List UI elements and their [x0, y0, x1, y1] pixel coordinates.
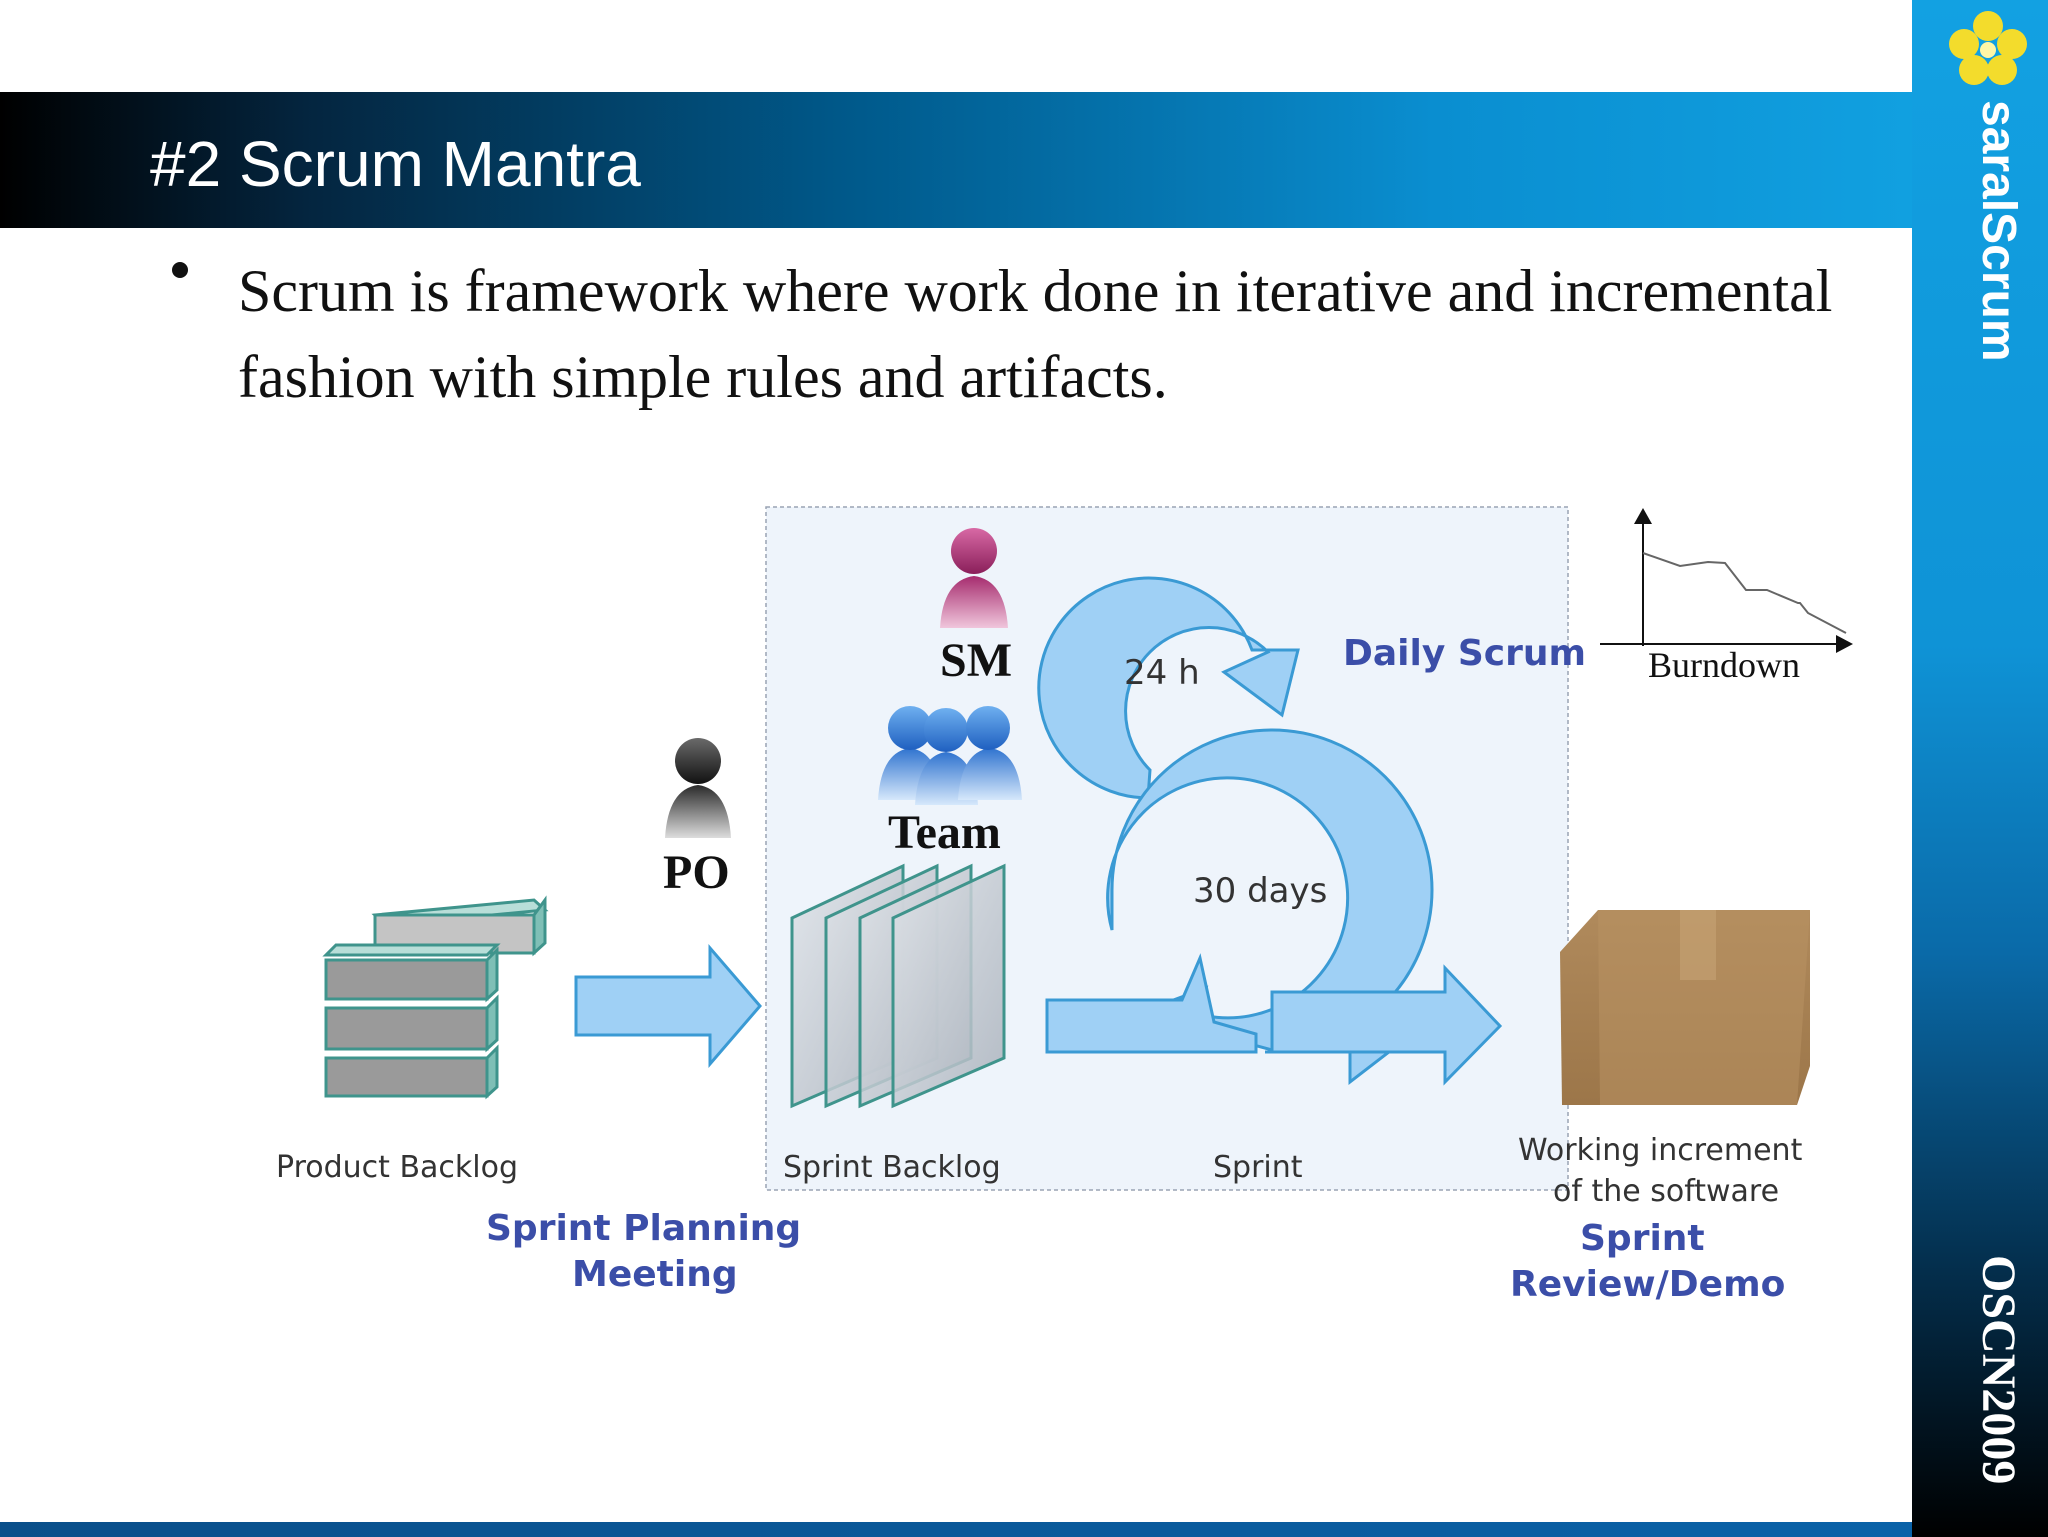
sprint-planning-label-line-1: Sprint Planning	[486, 1208, 801, 1249]
sprint-cycle-arrow	[1101, 728, 1434, 1052]
sprint-caption: Sprint	[1213, 1150, 1303, 1185]
sprint-loop-base-arrow	[1045, 953, 1258, 1054]
sprint-backlog-caption: Sprint Backlog	[783, 1150, 1001, 1185]
header-band	[0, 92, 1912, 228]
brand-name: saralScrum	[1972, 100, 2025, 362]
sprint-exit-arrow	[1270, 964, 1503, 1086]
product-owner-icon	[665, 738, 731, 838]
po-label: PO	[663, 846, 730, 899]
scrum-diagram: SM Team PO 24 h 30 days Daily Scrum Burn…	[276, 506, 1853, 1305]
side-band	[1912, 0, 2048, 1537]
sm-label: SM	[940, 634, 1012, 687]
working-increment-caption-line-2: of the software	[1553, 1174, 1779, 1209]
sprint-review-label-line-2: Review/Demo	[1510, 1264, 1785, 1305]
slide-title: #2 Scrum Mantra	[150, 128, 641, 200]
sprint-time-label: 30 days	[1193, 871, 1327, 911]
product-backlog-caption: Product Backlog	[276, 1150, 518, 1185]
sprint-review-label-line-1: Sprint	[1580, 1218, 1705, 1259]
burndown-line	[1642, 552, 1847, 634]
burndown-label: Burndown	[1648, 645, 1800, 685]
event-name: OSCN2009	[1972, 1255, 2025, 1485]
daily-time-label: 24 h	[1124, 653, 1200, 693]
flower-logo-icon	[1949, 11, 2027, 85]
planning-arrow	[574, 943, 762, 1069]
team-icon	[878, 706, 1022, 805]
working-increment-box-icon	[1560, 910, 1810, 1105]
sprint-planning-label-line-2: Meeting	[572, 1254, 738, 1295]
product-backlog-icon	[322, 895, 549, 1100]
daily-scrum-loop-arrow	[1037, 576, 1300, 800]
daily-scrum-label: Daily Scrum	[1343, 633, 1586, 674]
bullet-dot	[172, 262, 188, 278]
team-label: Team	[888, 806, 1001, 859]
scrum-master-icon	[940, 528, 1008, 628]
bottom-bar	[0, 1522, 1912, 1537]
burndown-chart	[1600, 508, 1853, 653]
bullet-text: Scrum is framework where work done in it…	[238, 258, 1833, 410]
working-increment-caption-line-1: Working increment	[1518, 1133, 1803, 1168]
sprint-backlog-icon	[790, 863, 1006, 1109]
